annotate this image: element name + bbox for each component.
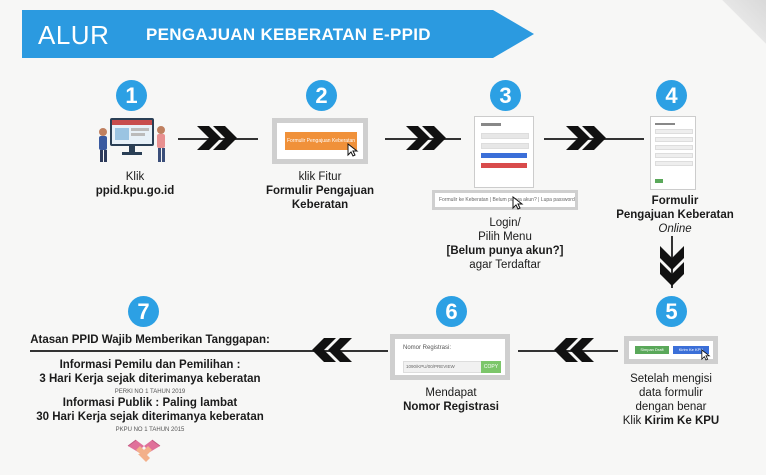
step-7-heading: Atasan PPID Wajib Memberikan Tanggapan: — [30, 334, 270, 346]
step-7-a-ref: PERKI NO 1 TAHUN 2019 — [114, 389, 186, 395]
registration-label: Nomor Registrasi: — [403, 345, 452, 351]
step-1-badge: 1 — [116, 80, 147, 111]
step-3-line1: Login/ — [489, 217, 521, 229]
step-3-line4: agar Terdaftar — [469, 259, 541, 271]
connector-5-6 — [518, 350, 618, 352]
step-1-url: ppid.kpu.go.id — [95, 185, 175, 197]
handshake-icon — [127, 439, 161, 462]
copy-button-preview: COPY — [481, 361, 501, 373]
step-7-badge: 7 — [128, 296, 159, 327]
step-5-buttons-screenshot: Simpan Draft Kirim Ke KPU — [624, 336, 718, 364]
cursor-icon — [347, 143, 359, 157]
step-2-line3: Keberatan — [291, 199, 349, 211]
banner-title: PENGAJUAN KEBERATAN E-PPID — [146, 25, 431, 44]
chevron-down-icon — [660, 246, 684, 286]
step-4-form-screenshot — [650, 116, 696, 190]
step-6-line1: Mendapat — [425, 387, 477, 399]
chevron-left-icon — [312, 338, 352, 362]
computer-users-illustration — [99, 118, 165, 162]
step-7-a-title: Informasi Pemilu dan Pemilihan : — [59, 359, 241, 371]
step-5-line1: Setelah mengisi — [630, 373, 712, 385]
cursor-icon — [512, 196, 524, 210]
title-banner: ALUR PENGAJUAN KEBERATAN E-PPID — [22, 10, 534, 58]
formulir-button-preview: Formulir Pengajuan Keberatan — [285, 132, 357, 150]
step-4-badge: 4 — [656, 80, 687, 111]
connector-6-7 — [296, 350, 388, 352]
step-6-registration-screenshot: Nomor Registrasi: 1090/KPU/00/PREVIEW CO… — [390, 334, 510, 380]
chevron-right-icon — [566, 126, 606, 150]
step-3-menu-bar: Formulir ke Keberatan | Belum punya akun… — [432, 190, 578, 210]
step-7-underline — [30, 350, 296, 352]
step-2-label: klik Fitur Formulir Pengajuan Keberatan — [250, 170, 390, 212]
step-4-line1: Formulir — [651, 195, 699, 207]
chevron-right-icon — [197, 126, 237, 150]
step-5-badge: 5 — [656, 296, 687, 327]
simpan-draft-preview: Simpan Draft — [635, 346, 669, 354]
step-5-line3: dengan benar — [635, 401, 707, 413]
kirim-ke-kpu-preview: Kirim Ke KPU — [673, 346, 709, 354]
step-7-b-ref: PKPU NO 1 TAHUN 2015 — [115, 427, 185, 433]
step-4-line2: Pengajuan Keberatan — [616, 209, 734, 221]
step-5-line4-prefix: Klik — [622, 415, 645, 427]
step-5-line2: data formulir — [639, 387, 703, 399]
step-3-line2: Pilih Menu — [478, 231, 532, 243]
step-4-line3: Online — [658, 223, 692, 235]
banner-prefix: ALUR — [38, 20, 110, 50]
step-5-line4: Klik Kirim Ke KPU — [596, 414, 746, 428]
page-curl-decoration — [720, 0, 766, 62]
step-5-line4-bold: Kirim Ke KPU — [644, 415, 720, 427]
step-5-label: Setelah mengisi data formulir dengan ben… — [596, 372, 746, 428]
step-3-badge: 3 — [490, 80, 521, 111]
step-2-line2: Formulir Pengajuan — [266, 185, 374, 197]
step-2-badge: 2 — [306, 80, 337, 111]
step-1-line1: Klik — [125, 171, 145, 183]
step-3-label: Login/ Pilih Menu [Belum punya akun?] ag… — [430, 216, 580, 272]
step-6-badge: 6 — [436, 296, 467, 327]
chevron-right-icon — [406, 126, 446, 150]
step-1-label: Klik ppid.kpu.go.id — [60, 170, 210, 198]
step-3-line3: [Belum punya akun?] — [446, 245, 564, 257]
registration-value: 1090/KPU/00/PREVIEW — [403, 361, 483, 373]
step-4-label: Formulir Pengajuan Keberatan Online — [600, 194, 750, 236]
chevron-left-icon — [554, 338, 594, 362]
step-3-login-screenshot — [474, 116, 534, 188]
step-7-a-text: 3 Hari Kerja sejak diterimanya keberatan — [39, 373, 261, 385]
step-6-line2: Nomor Registrasi — [403, 401, 499, 413]
step-7-b-text: 30 Hari Kerja sejak diterimanya keberata… — [36, 411, 264, 423]
step-2-screenshot: Formulir Pengajuan Keberatan — [272, 118, 368, 164]
step-6-label: Mendapat Nomor Registrasi — [376, 386, 526, 414]
cursor-icon — [701, 349, 711, 361]
step-7-b-title: Informasi Publik : Paling lambat — [62, 397, 238, 409]
step-2-line1: klik Fitur — [298, 171, 342, 183]
